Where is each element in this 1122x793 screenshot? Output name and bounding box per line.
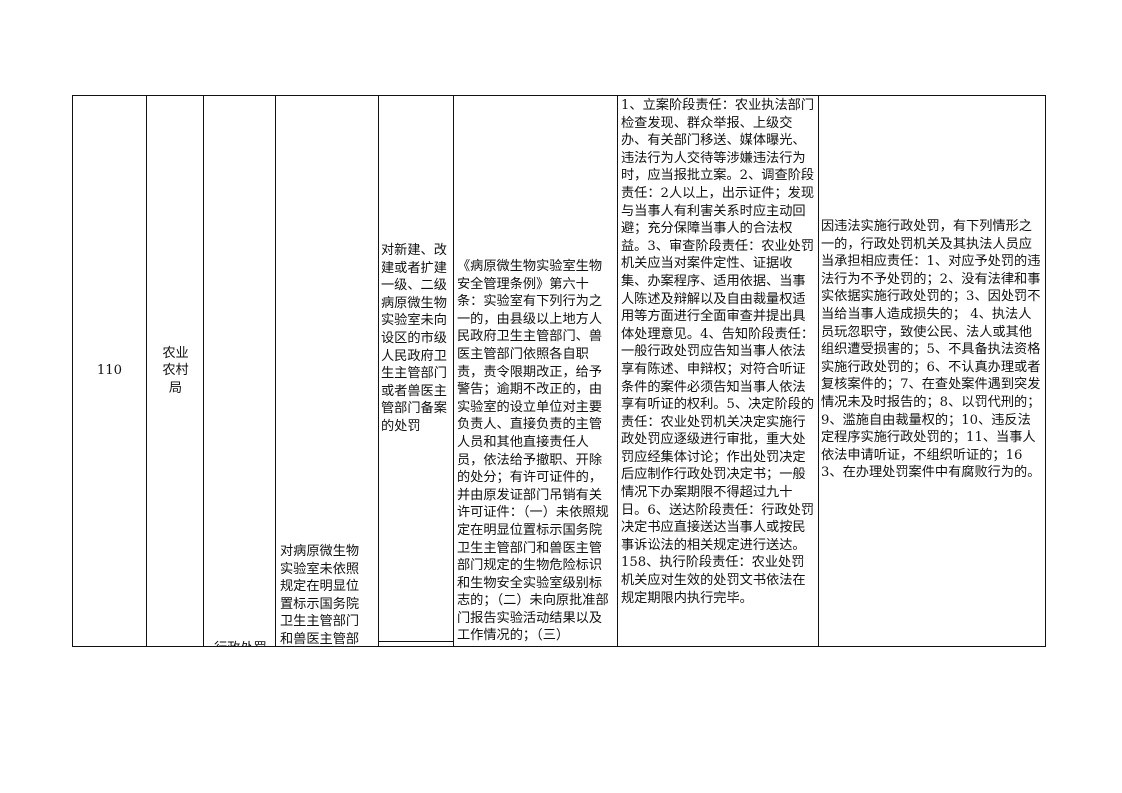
item-name-bottom-rule bbox=[378, 641, 453, 642]
sub-item-text: 对病原微生物实验室未依照规定在明显位置标示国务院卫生主管部门和兽医主管部 bbox=[280, 544, 360, 646]
col-rule-2 bbox=[146, 95, 147, 647]
seq-number: 110 bbox=[73, 96, 146, 646]
accountability-cell: 因违法实施行政处罚，有下列情形之一的，行政处罚机关及其执法人员应当承担相应责任：… bbox=[821, 218, 1043, 538]
col-rule-3 bbox=[203, 95, 204, 647]
sub-item-cell: 对病原微生物实验室未依照规定在明显位置标示国务院卫生主管部门和兽医主管部 bbox=[280, 543, 375, 646]
col-rule-1 bbox=[72, 95, 73, 647]
department-cell: 农业农村局 bbox=[158, 96, 193, 646]
col-rule-9 bbox=[1045, 95, 1046, 647]
table-row-bottom-rule bbox=[72, 646, 1046, 647]
responsibility-text: 1、立案阶段责任：农业执法部门检查发现、群众举报、上级交办、有关部门移送、媒体曝… bbox=[621, 98, 815, 606]
col-rule-8 bbox=[818, 95, 819, 647]
legal-basis-text: 《病原微生物实验室生物安全管理条例》第六十条：实验室有下列行为之一的，由县级以上… bbox=[457, 259, 609, 644]
legal-basis-cell: 《病原微生物实验室生物安全管理条例》第六十条：实验室有下列行为之一的，由县级以上… bbox=[457, 258, 615, 646]
col-rule-7 bbox=[617, 95, 618, 647]
department-text: 农业农村局 bbox=[162, 345, 189, 396]
seq-number-text: 110 bbox=[96, 363, 123, 379]
table-top-rule bbox=[72, 95, 1046, 96]
col-rule-4 bbox=[275, 95, 276, 647]
accountability-text: 因违法实施行政处罚，有下列情形之一的，行政处罚机关及其执法人员应当承担相应责任：… bbox=[821, 219, 1041, 481]
power-type-text: 行政处罚 bbox=[214, 640, 269, 646]
responsibility-cell: 1、立案阶段责任：农业执法部门检查发现、群众举报、上级交办、有关部门移送、媒体曝… bbox=[621, 97, 816, 646]
col-rule-6 bbox=[453, 95, 454, 647]
power-type-cell: 行政处罚 bbox=[214, 640, 269, 646]
col-rule-5 bbox=[378, 95, 379, 647]
item-name-cell: 对新建、改建或者扩建一级、二级病原微生物实验室未向设区的市级人民政府卫生主管部门… bbox=[381, 242, 451, 540]
item-name-text: 对新建、改建或者扩建一级、二级病原微生物实验室未向设区的市级人民政府卫生主管部门… bbox=[381, 243, 447, 434]
